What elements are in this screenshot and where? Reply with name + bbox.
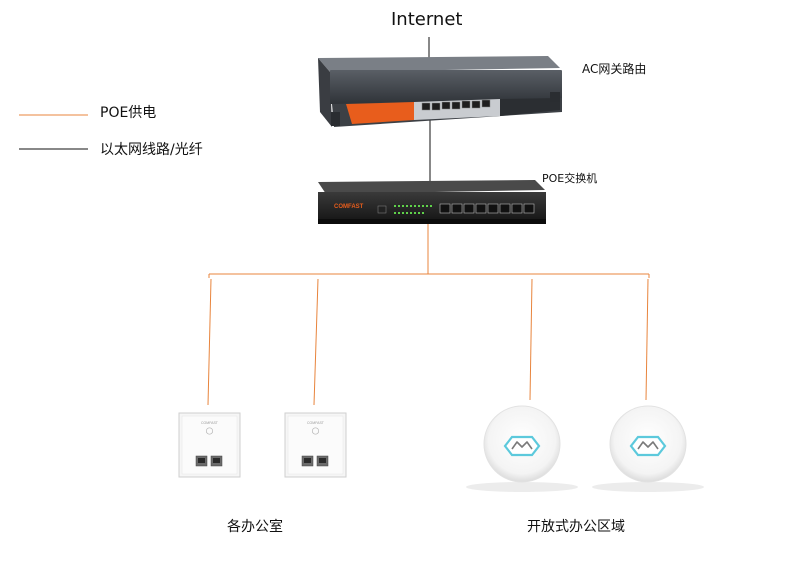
svg-text:COMFAST: COMFAST	[201, 421, 219, 425]
ceiling-ap-2-icon	[592, 405, 704, 492]
poe-switch-icon: COMFAST	[318, 180, 546, 224]
office-group-label: 各办公室	[227, 519, 283, 535]
legend-poe-label: POE供电	[100, 105, 157, 121]
poe-cabling	[207, 224, 650, 406]
ceiling-ap-1-icon	[466, 405, 578, 492]
svg-text:COMFAST: COMFAST	[334, 204, 364, 210]
internet-label: Internet	[391, 9, 463, 30]
legend-ethernet-label: 以太网线路/光纤	[100, 142, 203, 158]
switch-label: POE交换机	[542, 172, 598, 185]
svg-text:COMFAST: COMFAST	[307, 421, 325, 425]
open-area-group-label: 开放式办公区域	[527, 519, 625, 535]
wall-ap-2-icon: COMFAST	[284, 412, 347, 478]
ac-gateway-router-icon	[318, 56, 562, 127]
wall-ap-1-icon: COMFAST	[178, 412, 241, 478]
router-label: AC网关路由	[582, 62, 647, 76]
